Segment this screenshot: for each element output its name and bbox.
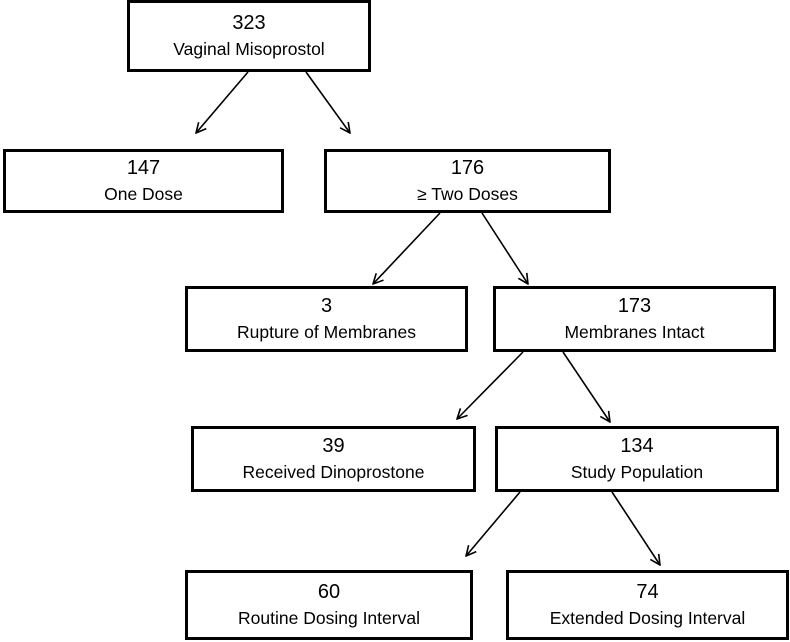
node-count: 39	[322, 435, 345, 458]
node-count: 74	[636, 581, 659, 604]
arrow-intact-to-dinoprostone	[457, 351, 524, 419]
node-extended-dosing-interval: 74 Extended Dosing Interval	[506, 570, 789, 640]
node-label: Study Population	[570, 462, 704, 483]
arrow-two-doses-to-intact	[481, 212, 528, 284]
node-count: 176	[450, 157, 485, 180]
arrow-study-to-routine	[466, 491, 521, 556]
node-label: Membranes Intact	[564, 322, 705, 343]
node-count: 147	[126, 157, 161, 180]
node-label: Rupture of Membranes	[237, 322, 416, 343]
node-count: 134	[620, 435, 654, 458]
node-two-or-more-doses: 176 ≥ Two Doses	[324, 149, 611, 213]
arrow-study-to-extended	[611, 491, 660, 565]
node-count: 3	[320, 295, 333, 318]
node-count: 60	[317, 581, 341, 604]
arrow-root-to-two-doses	[305, 71, 350, 133]
node-label: One Dose	[104, 184, 183, 205]
node-one-dose: 147 One Dose	[3, 149, 284, 213]
arrow-root-to-one-dose	[196, 71, 249, 133]
node-membranes-intact: 173 Membranes Intact	[493, 286, 776, 352]
node-count: 173	[617, 295, 652, 318]
node-study-population: 134 Study Population	[495, 426, 779, 492]
node-label: Vaginal Misoprostol	[173, 39, 325, 60]
node-label: Extended Dosing Interval	[549, 608, 746, 629]
node-count: 323	[232, 12, 266, 35]
node-label: ≥ Two Doses	[417, 184, 518, 205]
node-label: Routine Dosing Interval	[238, 608, 420, 629]
arrow-intact-to-study	[562, 351, 610, 422]
node-routine-dosing-interval: 60 Routine Dosing Interval	[185, 570, 473, 640]
node-vaginal-misoprostol: 323 Vaginal Misoprostol	[127, 0, 371, 72]
node-label: Received Dinoprostone	[242, 462, 425, 483]
node-rupture-of-membranes: 3 Rupture of Membranes	[185, 286, 468, 352]
arrow-two-doses-to-rupture	[373, 212, 441, 284]
node-received-dinoprostone: 39 Received Dinoprostone	[191, 426, 476, 492]
